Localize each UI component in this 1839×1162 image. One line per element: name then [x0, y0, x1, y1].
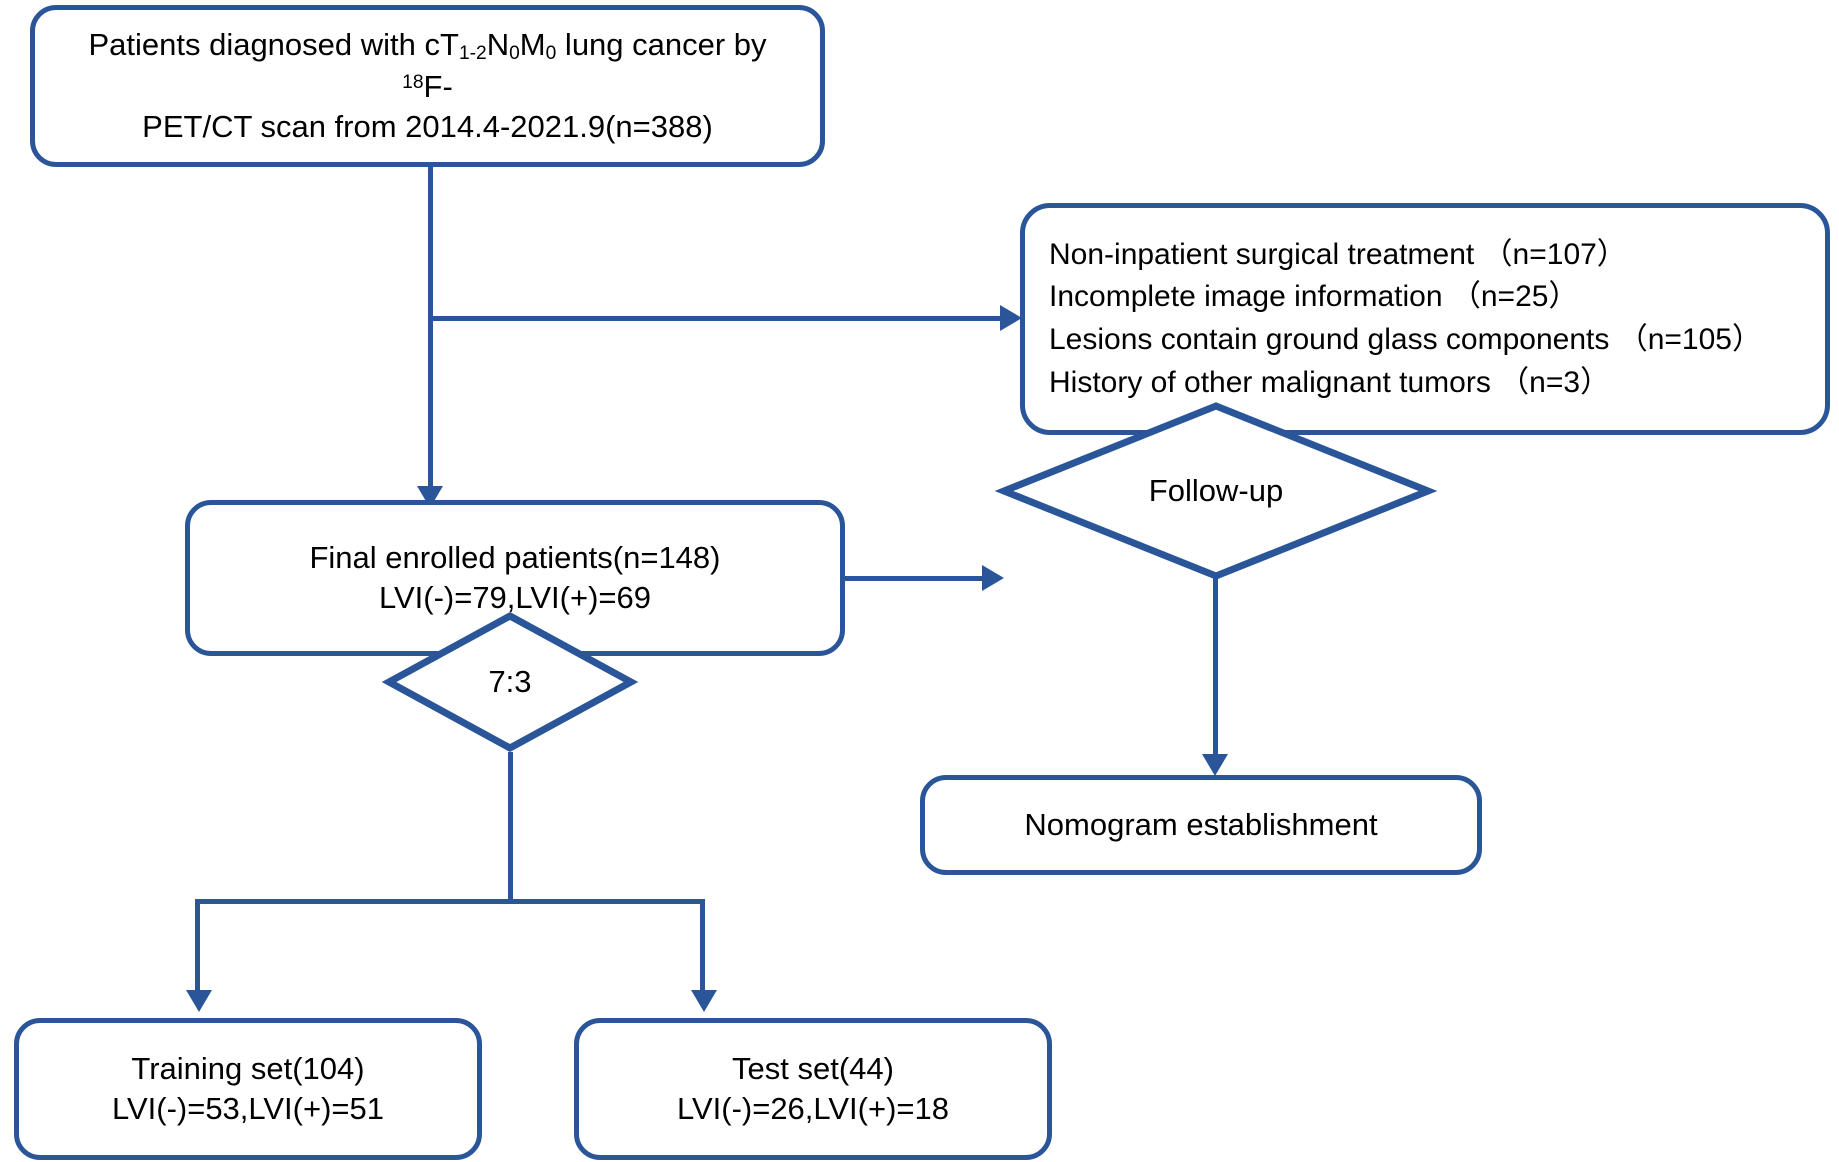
connector-source-trunk: [428, 167, 433, 501]
arrowhead-split-to-training: [186, 990, 212, 1012]
connector-branch-right-drop: [700, 899, 705, 997]
node-exclusion-criteria[interactable]: Non-inpatient surgical treatment （n=107）…: [1020, 203, 1830, 435]
node-training-set-text: Training set(104)LVI(-)=53,LVI(+)=51: [112, 1050, 384, 1126]
exclusion-item: Lesions contain ground glass components …: [1049, 323, 1762, 356]
arrowhead-split-to-test: [691, 990, 717, 1012]
node-split-ratio[interactable]: 7:3: [381, 612, 639, 752]
node-follow-up[interactable]: Follow-up: [994, 402, 1438, 580]
exclusion-item: Incomplete image information （n=25）: [1049, 280, 1579, 314]
arrowhead-followup-to-nomogram: [1202, 754, 1228, 776]
connector-followup-to-nomogram: [1213, 578, 1218, 760]
connector-split-branch-bar: [195, 899, 705, 904]
node-source-cohort[interactable]: Patients diagnosed with cT1-2N0M0 lung c…: [30, 5, 825, 167]
node-nomogram[interactable]: Nomogram establishment: [920, 775, 1482, 875]
connector-branch-left-drop: [195, 899, 200, 997]
exclusion-item: Non-inpatient surgical treatment （n=107）: [1049, 237, 1627, 271]
node-nomogram-label: Nomogram establishment: [1024, 806, 1378, 842]
exclusion-item: History of other malignant tumors （n=3）: [1049, 365, 1611, 399]
node-source-cohort-text: Patients diagnosed with cT1-2N0M0 lung c…: [88, 26, 767, 145]
connector-final-to-followup: [845, 576, 985, 581]
arrowhead-source-to-exclusions: [1000, 305, 1022, 331]
node-final-enrolled[interactable]: Final enrolled patients(n=148)LVI(-)=79,…: [185, 500, 845, 656]
node-test-set-text: Test set(44)LVI(-)=26,LVI(+)=18: [677, 1050, 949, 1126]
connector-split-branch-stem: [508, 752, 513, 902]
arrowhead-final-to-followup: [982, 565, 1004, 591]
node-training-set[interactable]: Training set(104)LVI(-)=53,LVI(+)=51: [14, 1018, 482, 1160]
connector-source-to-exclusions: [430, 316, 1002, 321]
node-exclusion-criteria-list: Non-inpatient surgical treatment （n=107）…: [1049, 234, 1825, 404]
node-test-set[interactable]: Test set(44)LVI(-)=26,LVI(+)=18: [574, 1018, 1052, 1160]
node-final-enrolled-text: Final enrolled patients(n=148)LVI(-)=79,…: [309, 539, 721, 615]
diamond-shape: [994, 402, 1438, 580]
diamond-shape: [381, 612, 639, 752]
